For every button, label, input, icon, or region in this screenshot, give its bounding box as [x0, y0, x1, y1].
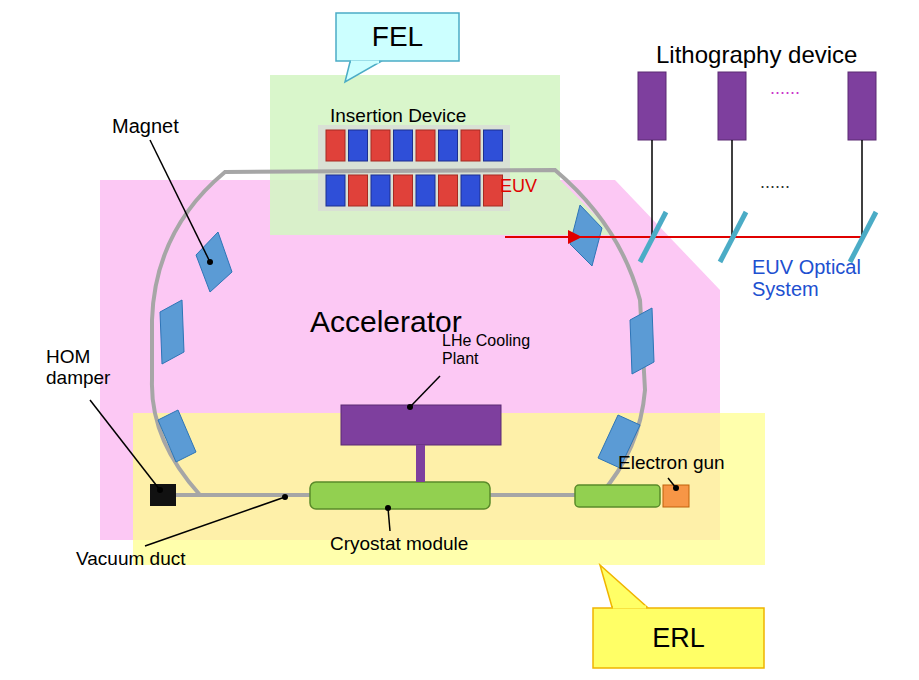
ellipsis-dots: ...... [770, 78, 800, 98]
euv-mirrors [640, 212, 876, 262]
euv-beam [505, 236, 862, 238]
part-label: Electron gun [618, 452, 725, 473]
fel-callout: FEL [335, 12, 460, 62]
lhe-plant [341, 405, 501, 445]
lhe-transfer-line [416, 445, 425, 482]
undulator-block [484, 130, 503, 161]
undulator-block [394, 175, 413, 206]
part-label: Insertion Device [330, 105, 466, 126]
undulator-block [349, 130, 368, 161]
part-label: LHe Cooling Plant [442, 332, 537, 368]
lithography-devices [638, 72, 876, 140]
undulator-block [326, 175, 345, 206]
euv-arrowhead [568, 230, 582, 244]
callout-text: ERL [592, 623, 765, 653]
leader-lines [90, 140, 676, 546]
injector-module [575, 485, 660, 507]
insertion-device [326, 130, 503, 206]
device-beamlines [652, 140, 862, 237]
system-label: EUV Optical System [752, 256, 897, 301]
part-label: Cryostat module [330, 533, 468, 554]
undulator-block [371, 130, 390, 161]
electron-gun [663, 485, 689, 507]
undulator-block [349, 175, 368, 206]
cryostat-module [310, 482, 490, 509]
part-label: Vacuum duct [76, 548, 185, 569]
undulator-block [461, 130, 480, 161]
undulator-block [416, 175, 435, 206]
undulator-block [326, 130, 345, 161]
undulator-block [461, 175, 480, 206]
region-title: Accelerator [310, 305, 462, 339]
callout-text: FEL [335, 21, 460, 52]
erl-callout: ERL [592, 607, 765, 669]
part-label: Magnet [112, 115, 179, 137]
leader-dots [157, 259, 679, 511]
undulator-block [371, 175, 390, 206]
undulator-block [439, 130, 458, 161]
ellipsis-dots: ...... [760, 172, 790, 192]
device-heading: Lithography device [656, 42, 857, 69]
fel-region [270, 75, 615, 235]
beam-ring [152, 170, 645, 495]
insertion-ground [318, 125, 510, 211]
undulator-block [416, 130, 435, 161]
undulator-block [484, 175, 503, 206]
undulator-block [394, 130, 413, 161]
beam-label: EUV [500, 176, 537, 196]
undulator-block [439, 175, 458, 206]
bending-magnets [158, 205, 654, 468]
part-label: HOM damper [46, 346, 126, 389]
hom-damper [150, 484, 176, 506]
